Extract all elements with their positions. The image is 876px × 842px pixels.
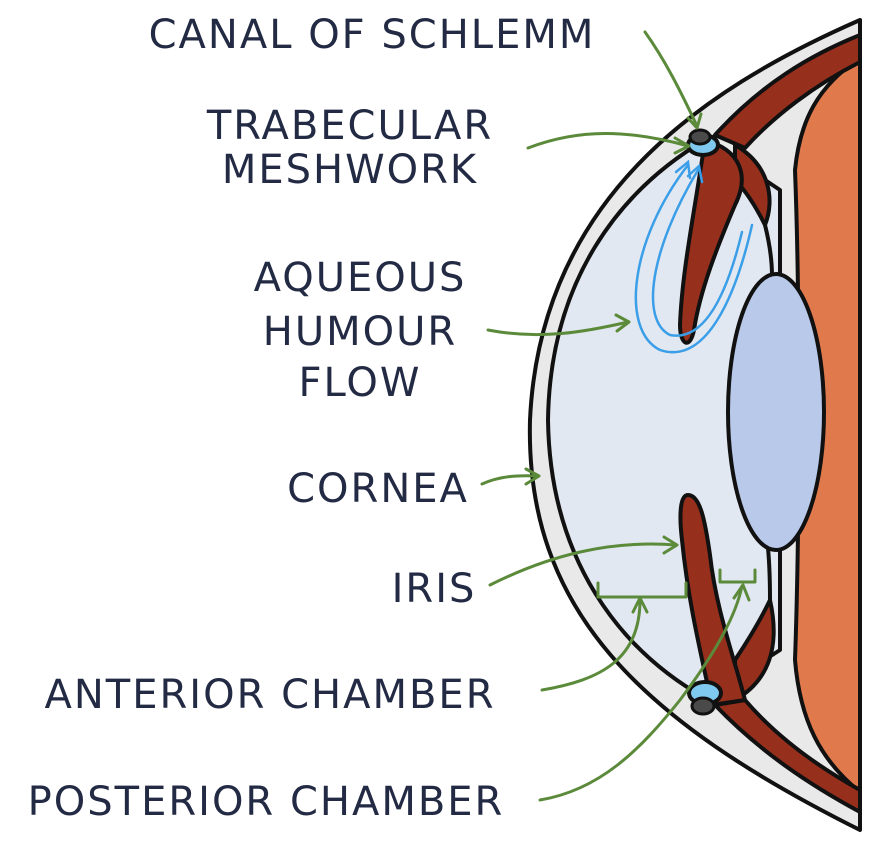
anterior-chamber-fluid [546,138,782,700]
leader-anterior-chamber-arrowhead [631,596,649,614]
ciliary-body-lower [713,698,862,814]
zonule-upper [763,224,774,277]
leader-trabecular-meshwork-arrowhead [673,136,691,155]
leader-aqueous-humour-flow [486,320,630,337]
leader-lines [480,30,751,802]
aqueous-flow-arrowhead-outer [674,159,692,180]
leader-trabecular-meshwork [526,132,690,150]
leader-aqueous-humour-flow-arrowhead [614,313,631,333]
leader-cornea [480,474,540,486]
leader-iris [488,542,678,587]
label-aqueous-humour-flow-line3: FLOW [299,360,422,406]
canal-of-schlemm-lower [690,696,716,716]
leader-anterior-chamber [540,598,642,692]
eye-illustration [527,18,862,832]
leader-canal-of-schlemm [643,30,699,128]
lens [726,272,826,552]
labels: CANAL OF SCHLEMM TRABECULAR MESHWORK AQU… [28,12,596,825]
label-aqueous-humour-flow-line1: AQUEOUS [254,255,467,301]
ciliary-process-lower [733,598,776,702]
label-aqueous-humour-flow-line2: HUMOUR [263,309,457,355]
label-trabecular-meshwork-line2: MESHWORK [222,147,478,193]
label-posterior-chamber: POSTERIOR CHAMBER [28,779,505,825]
label-iris: IRIS [392,566,477,612]
label-trabecular-meshwork-line1: TRABECULAR [206,103,493,149]
label-cornea: CORNEA [287,466,469,512]
aqueous-flow-path-inner [651,168,744,337]
ciliary-body-upper [713,33,862,150]
anterior-chamber-bracket [596,581,688,599]
leader-iris-arrowhead [662,535,679,555]
aqueous-flow-arrowhead-inner [686,163,704,184]
leader-posterior-chamber [538,584,744,802]
posterior-chamber-bracket [718,568,757,584]
zonule-lower [766,547,772,601]
leader-posterior-chamber-arrowhead [732,583,751,602]
label-canal-of-schlemm: CANAL OF SCHLEMM [149,12,596,58]
aqueous-flow-path-outer [634,163,754,354]
leader-cornea-arrowhead [524,467,541,486]
canal-of-schlemm-upper [688,128,712,146]
leader-canal-of-schlemm-arrowhead [686,112,703,130]
iris-lower [678,493,747,707]
label-anterior-chamber: ANTERIOR CHAMBER [45,672,496,718]
